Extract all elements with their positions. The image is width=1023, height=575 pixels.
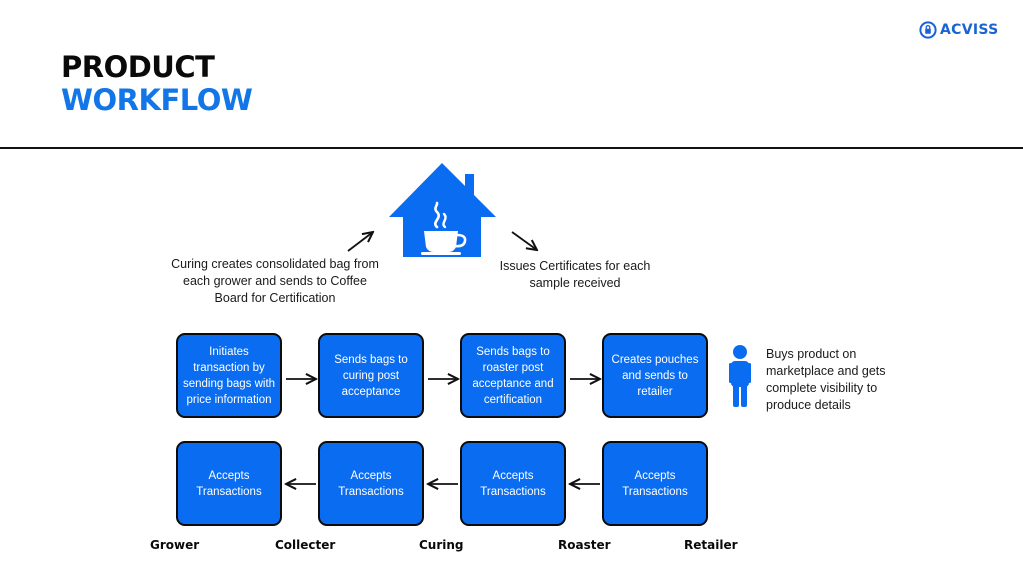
stage-label-curing: Curing <box>419 538 464 552</box>
box-grower-accepts: Accepts Transactions <box>176 441 282 526</box>
box-collecter-accepts: Accepts Transactions <box>318 441 424 526</box>
arrow-to-coffee-board <box>347 232 373 252</box>
brand-logo: ACVISS <box>919 21 999 39</box>
acviss-logo-icon <box>919 21 937 39</box>
brand-name: ACVISS <box>940 22 999 38</box>
box-curing-sends: Sends bags to roaster post acceptance an… <box>460 333 566 418</box>
stage-label-collecter: Collecter <box>275 538 336 552</box>
house-with-coffee-cup-icon <box>389 163 496 257</box>
person-icon <box>729 345 751 407</box>
box-roaster-creates: Creates pouches and sends to retailer <box>602 333 708 418</box>
arrow-from-coffee-board <box>511 231 537 250</box>
box-curing-accepts: Accepts Transactions <box>460 441 566 526</box>
note-consumer: Buys product on marketplace and gets com… <box>766 347 886 412</box>
stage-label-grower: Grower <box>150 538 200 552</box>
box-collecter-sends: Sends bags to curing post acceptance <box>318 333 424 418</box>
stage-label-roaster: Roaster <box>558 538 611 552</box>
note-curing-to-board: Curing creates consolidated bag from eac… <box>171 257 379 305</box>
box-grower-initiates: Initiates transaction by sending bags wi… <box>176 333 282 418</box>
box-retailer-accepts: Accepts Transactions <box>602 441 708 526</box>
note-board-certificates: Issues Certificates for each sample rece… <box>499 259 651 290</box>
header-divider <box>0 147 1023 149</box>
page-title-line1: PRODUCT <box>61 50 215 84</box>
stage-label-retailer: Retailer <box>684 538 738 552</box>
page-title-line2: WORKFLOW <box>61 83 253 117</box>
